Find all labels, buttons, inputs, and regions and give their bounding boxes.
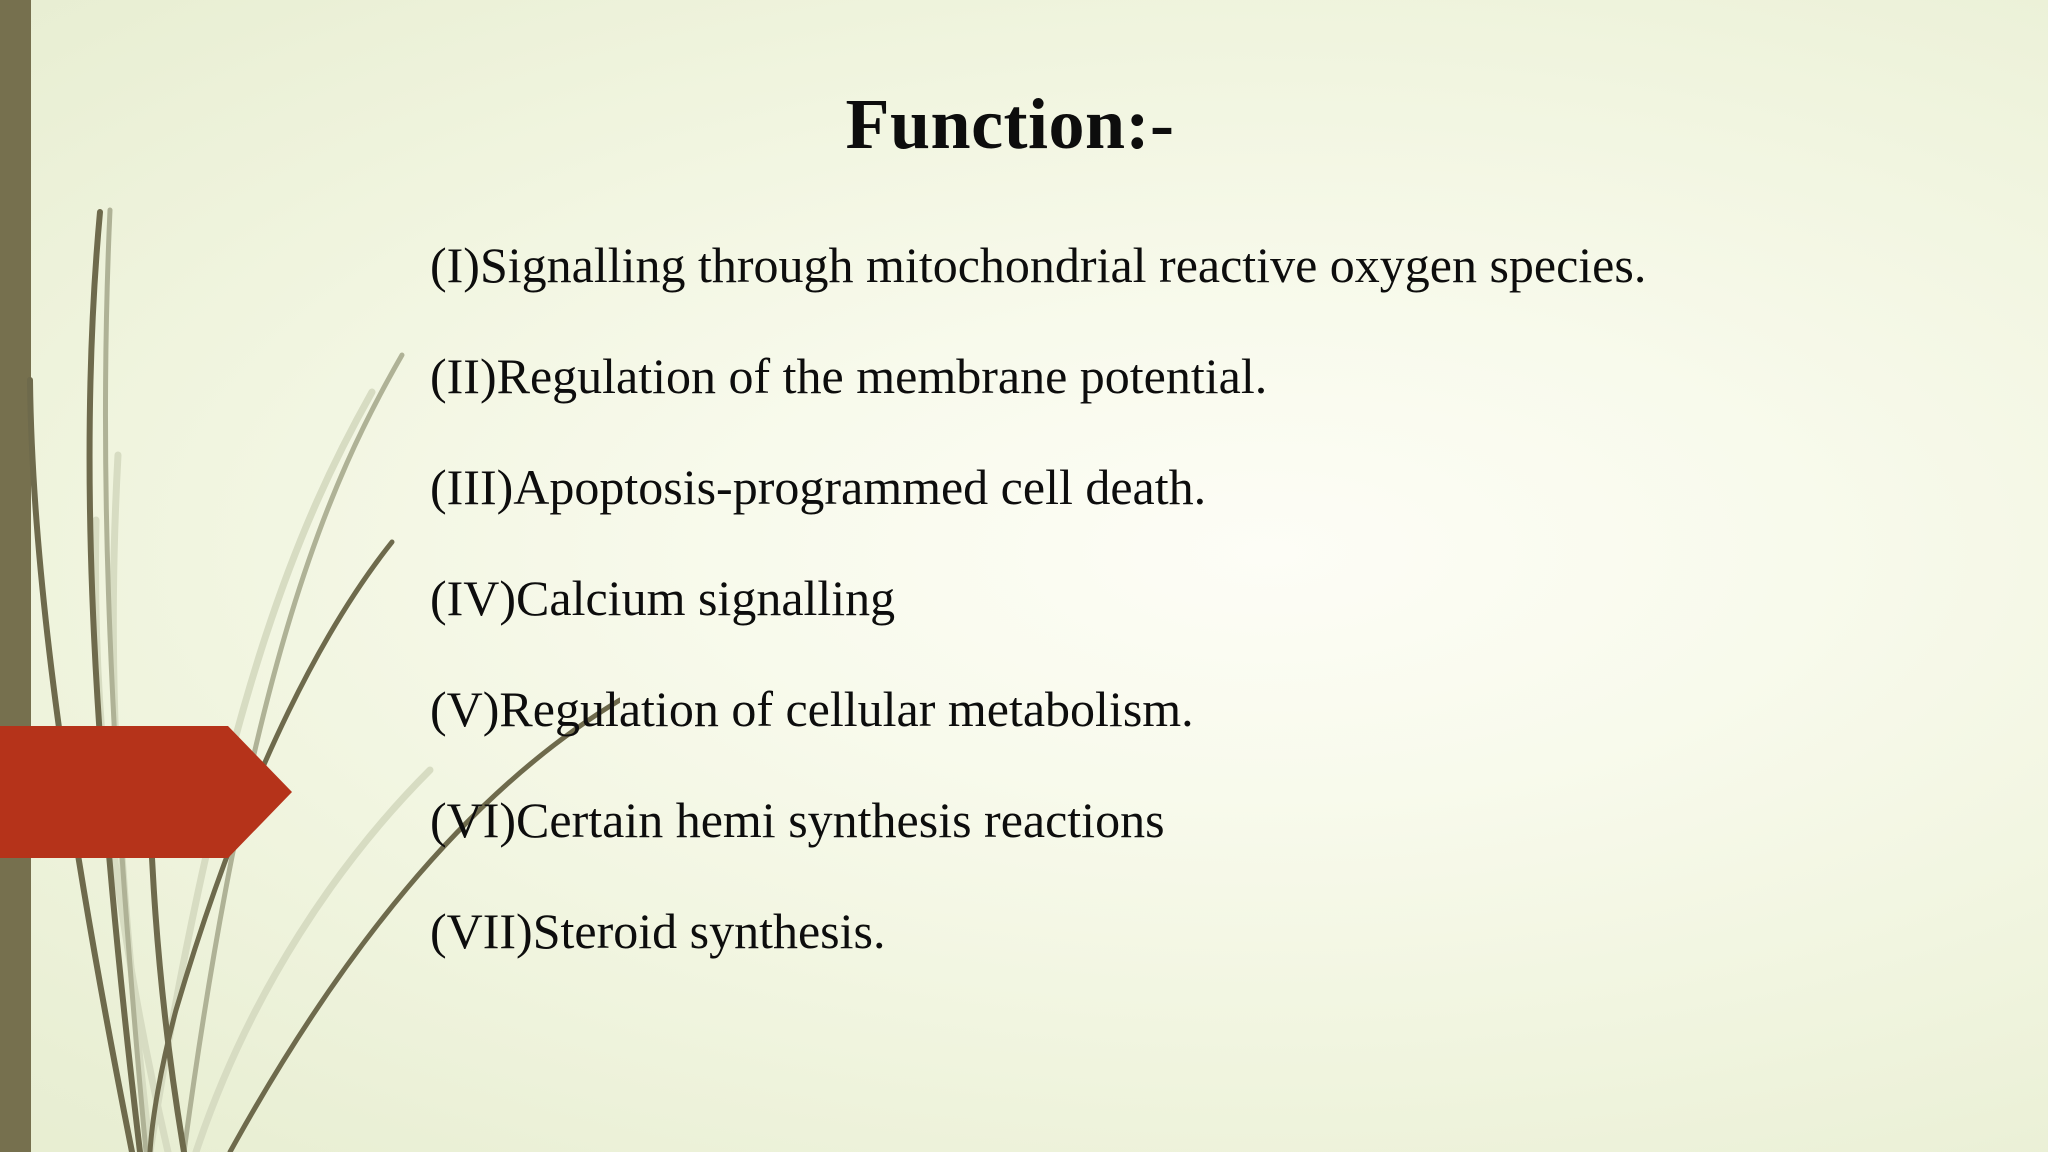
function-list: (I)Signalling through mitochondrial reac… (430, 210, 1930, 987)
list-item: (VII)Steroid synthesis. (430, 903, 886, 959)
page-title: Function:- (845, 84, 1175, 164)
left-accent-band (0, 0, 31, 1152)
right-pointing-arrow-banner (0, 726, 292, 858)
list-item: (III)Apoptosis-programmed cell death. (430, 459, 1207, 515)
list-item: (VI)Certain hemi synthesis reactions (430, 792, 1165, 848)
list-item: (V)Regulation of cellular metabolism. (430, 681, 1194, 737)
list-item: (IV)Calcium signalling (430, 570, 896, 626)
list-item: (I)Signalling through mitochondrial reac… (430, 237, 1647, 293)
list-item: (II)Regulation of the membrane potential… (430, 348, 1268, 404)
